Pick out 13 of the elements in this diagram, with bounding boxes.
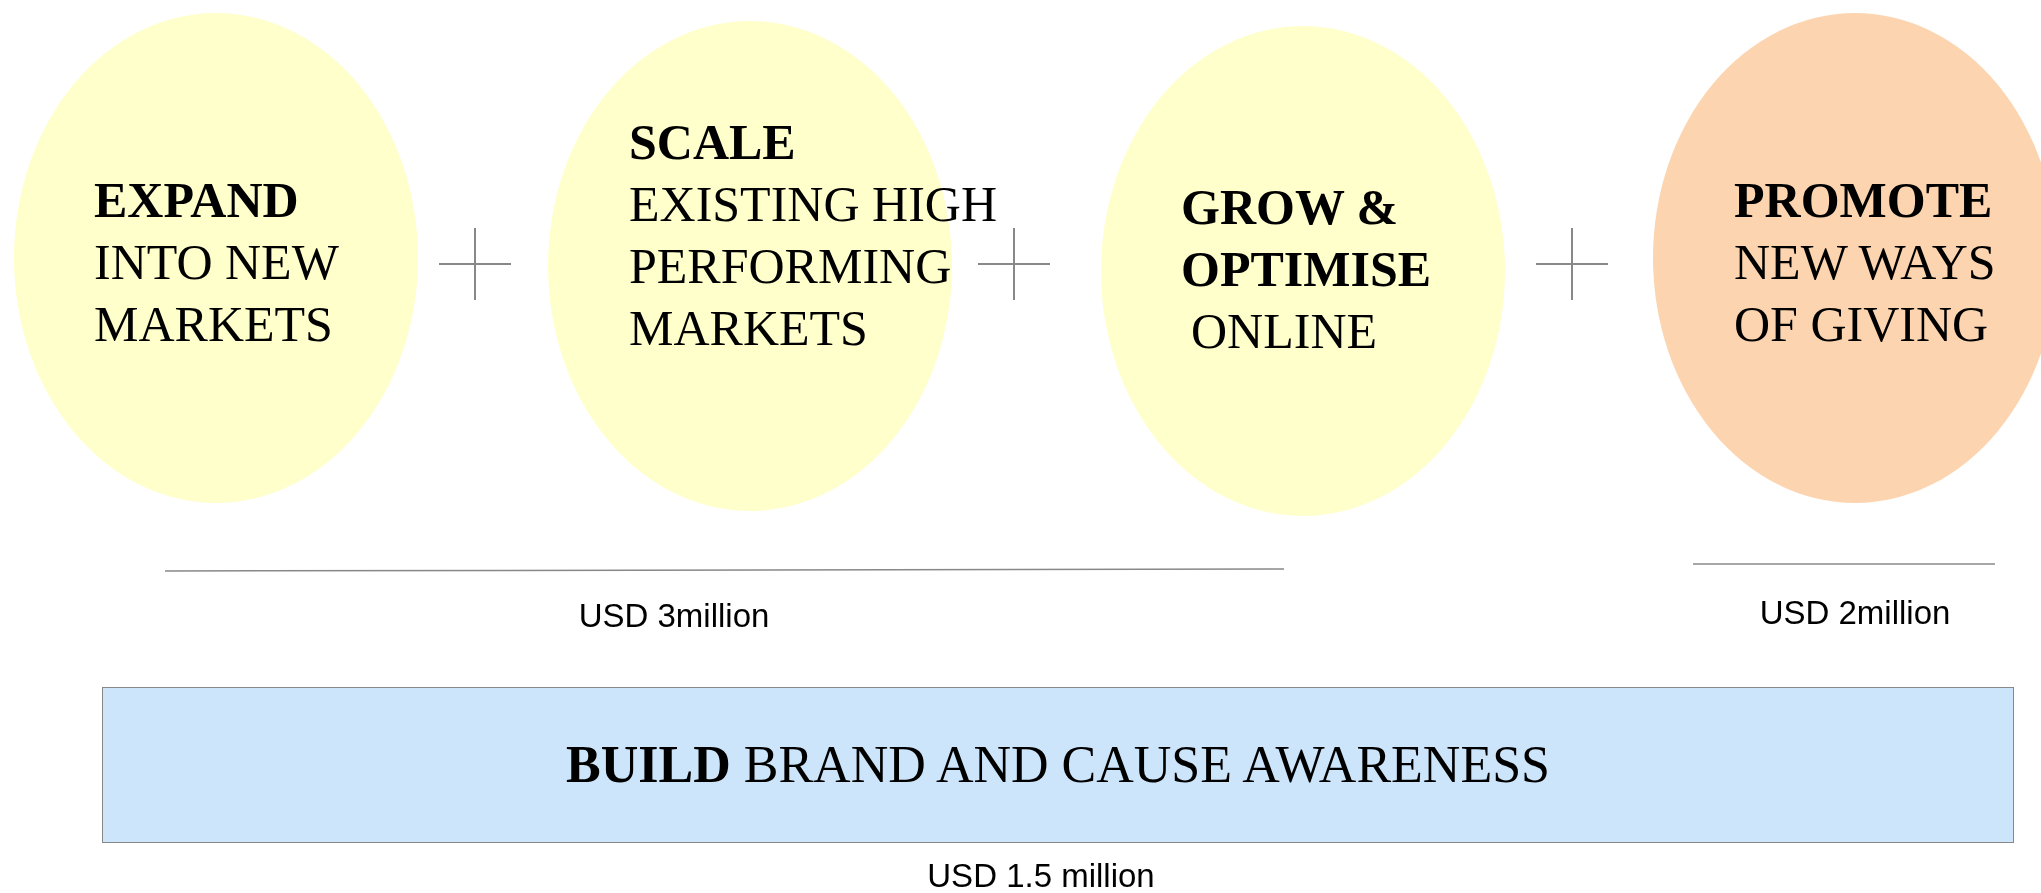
amount-label: USD 1.5 million <box>927 857 1155 893</box>
banner-text: BUILD BRAND AND CAUSE AWARENESS <box>566 735 1550 795</box>
body-text: ONLINE <box>1190 302 1379 361</box>
banner-box <box>102 687 2014 843</box>
amount-label: USD 2million <box>1759 594 1951 632</box>
heading-text: GROW & OPTIMISE <box>1181 178 1433 299</box>
body-text: NEW WAYS OF GIVING <box>1734 233 1997 354</box>
body-text: INTO NEW MARKETS <box>94 233 340 354</box>
heading-text: EXPAND <box>94 171 300 230</box>
amount-label: USD 3million <box>578 597 770 635</box>
heading-text: PROMOTE <box>1734 171 1994 230</box>
heading-text: SCALE <box>629 113 797 172</box>
body-text: EXISTING HIGH PERFORMING MARKETS <box>629 175 998 358</box>
